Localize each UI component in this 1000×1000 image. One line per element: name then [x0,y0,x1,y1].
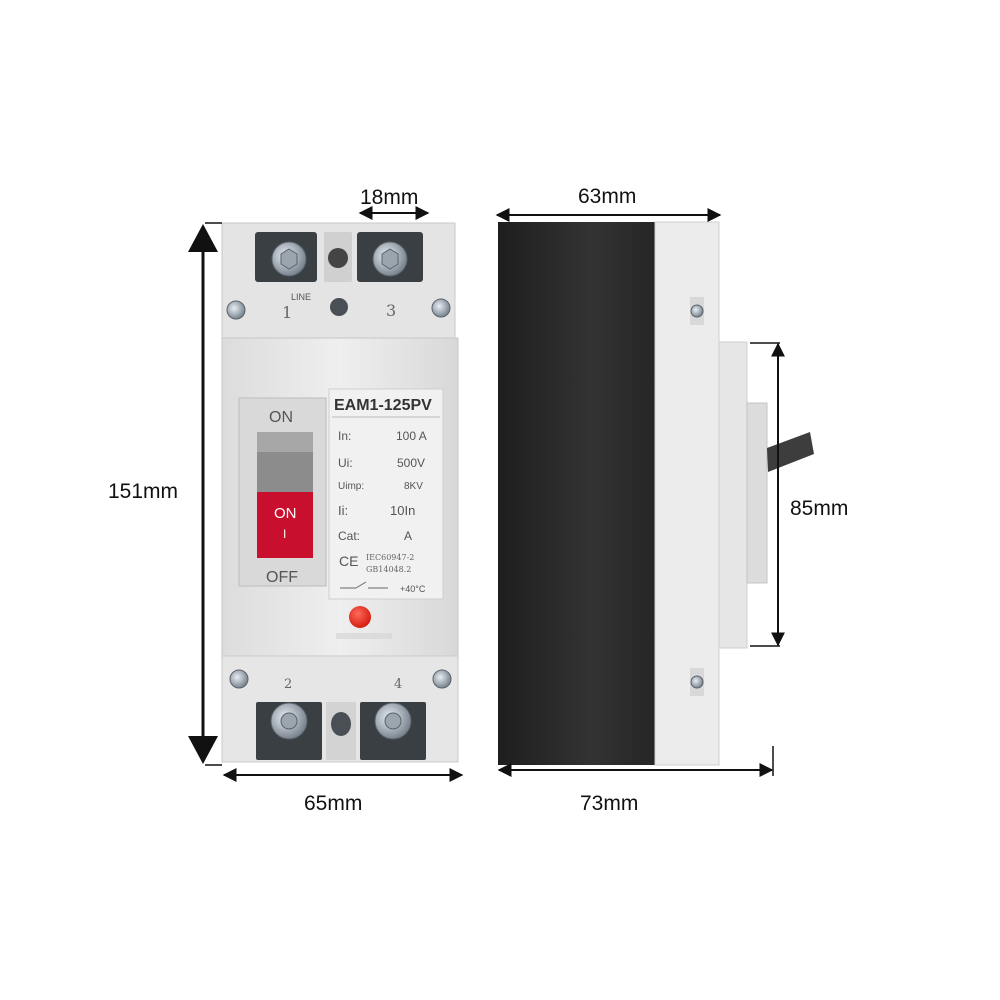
toggle-on-indicator [257,492,313,558]
uimp-label: Uimp: [338,481,364,492]
test-button [349,606,371,628]
ui-value: 500V [397,456,425,470]
terminal-screw-2 [270,702,308,740]
ce-mark: CE [339,553,358,569]
terminal-label-4: 4 [394,677,402,692]
cat-label: Cat: [338,529,360,543]
ii-label: Ii: [338,503,348,518]
dim-depth-bottom: 73mm [580,792,638,815]
breaker-front-view: 1 LINE 3 ON OFF ON I EAM1-125PV In: 100 … [221,222,459,763]
line-label: LINE [291,292,311,302]
terminal-label-1: 1 [282,303,292,322]
toggle-on-mark: I [283,527,286,541]
terminal-label-3: 3 [386,301,396,320]
terminal-label-2: 2 [284,677,292,692]
dim-width-top: 18mm [360,186,418,209]
cat-value: A [404,529,412,543]
mounting-screw-icon [432,669,452,689]
breaker-side-view [498,221,814,766]
in-label: In: [338,429,351,443]
on-label: ON [269,409,293,426]
toggle-on-text: ON [274,505,297,522]
mounting-screw-icon [431,298,451,318]
mounting-screw-icon [690,675,704,689]
mounting-screw-icon [229,669,249,689]
side-body-dark [498,222,655,765]
dim-height-total: 151mm [108,480,178,503]
dim-handle-height: 85mm [790,497,848,520]
temperature-rating: +40°C [400,584,426,594]
mounting-screw-icon [690,304,704,318]
off-label: OFF [266,569,298,586]
standard-gb: GB14048.2 [366,565,411,574]
ui-label: Ui: [338,456,353,470]
standard-iec: IEC60947-2 [366,553,414,562]
dim-width-front: 65mm [304,792,362,815]
ii-value: 10In [390,503,415,518]
switch-symbol-icon [340,581,388,589]
side-cover [654,221,720,766]
terminal-screw-4 [374,702,412,740]
dim-depth-top: 63mm [578,185,636,208]
in-value: 100 A [396,429,427,443]
rating-plate [328,388,444,600]
model-number: EAM1-125PV [334,397,432,414]
mounting-screw-icon [226,300,246,320]
handle-boss [718,341,748,649]
terminal-screw-1 [271,241,307,277]
side-handle [767,432,814,472]
mounting-screw-icon [330,298,348,316]
dimension-annotations: 18mm 151mm 65mm 63mm 73mm 85mm [108,185,848,815]
terminal-screw-3 [372,241,408,277]
uimp-value: 8KV [404,481,423,492]
